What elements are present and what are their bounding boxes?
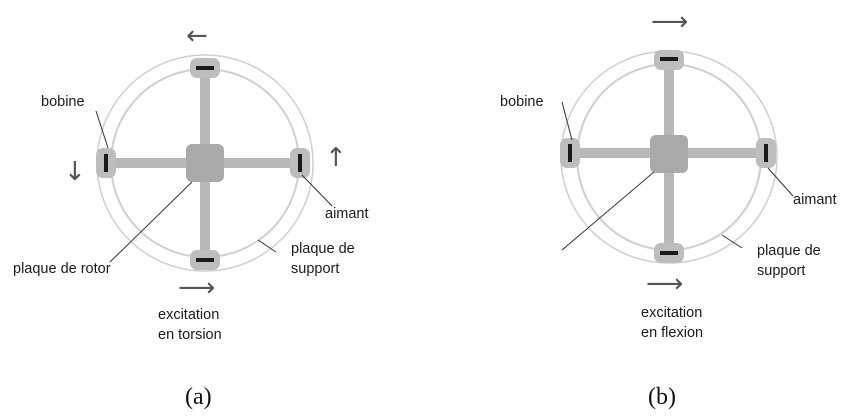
arrow-bottom-b: ⟶: [646, 269, 683, 299]
label-support-line1-a: plaque de: [291, 241, 355, 257]
arrow-bottom-a: ⟶: [178, 273, 215, 303]
rotor-plate-b: [650, 135, 688, 173]
diagram-a: ← ↓ ↑ ⟶ bobine aimant plaque de rotor pl…: [13, 21, 369, 410]
label-magnet-b: aimant: [793, 192, 837, 208]
label-support-line2-b: support: [757, 263, 805, 279]
leader-rotor-b: [561, 171, 655, 251]
magnet-pad-right-b: [756, 138, 776, 168]
label-excitation-line1-b: excitation: [641, 305, 702, 321]
magnet-pad-left-b: [560, 138, 580, 168]
label-excitation-line1-a: excitation: [158, 307, 219, 323]
leader-support-b: [721, 234, 743, 249]
label-rotor-a: plaque de rotor: [13, 261, 111, 277]
caption-a: (a): [185, 384, 212, 410]
label-support-line1-b: plaque de: [757, 243, 821, 259]
label-coil-a: bobine: [41, 94, 85, 110]
magnet-pad-top-a: [190, 58, 220, 78]
rotor-plate-a: [186, 144, 224, 182]
label-support-line2-a: support: [291, 261, 339, 277]
label-excitation-line2-a: en torsion: [158, 327, 222, 343]
leader-magnet-b: [767, 167, 794, 197]
label-coil-b: bobine: [500, 94, 544, 110]
leader-rotor-a: [109, 181, 193, 263]
leader-coil-a: [95, 110, 109, 149]
arrow-top-a: ←: [186, 21, 208, 51]
leader-support-a: [257, 239, 277, 253]
arrow-top-b: ⟶: [651, 7, 688, 37]
magnet-pad-left-a: [96, 148, 116, 178]
caption-b: (b): [648, 384, 676, 410]
leader-magnet-a: [301, 174, 333, 207]
magnet-pad-right-a: [290, 148, 310, 178]
arrow-left-a: ↓: [64, 157, 86, 187]
diagram-b: ⟶ ⟶ bobine aimant plaque de support exci…: [500, 7, 837, 410]
leader-coil-b: [561, 101, 573, 141]
label-excitation-line2-b: en flexion: [641, 325, 703, 341]
label-magnet-a: aimant: [325, 206, 369, 222]
arrow-right-a: ↑: [325, 143, 347, 173]
magnet-pad-bottom-a: [190, 250, 220, 270]
magnet-pad-top-b: [654, 50, 684, 70]
magnet-pad-bottom-b: [654, 243, 684, 263]
